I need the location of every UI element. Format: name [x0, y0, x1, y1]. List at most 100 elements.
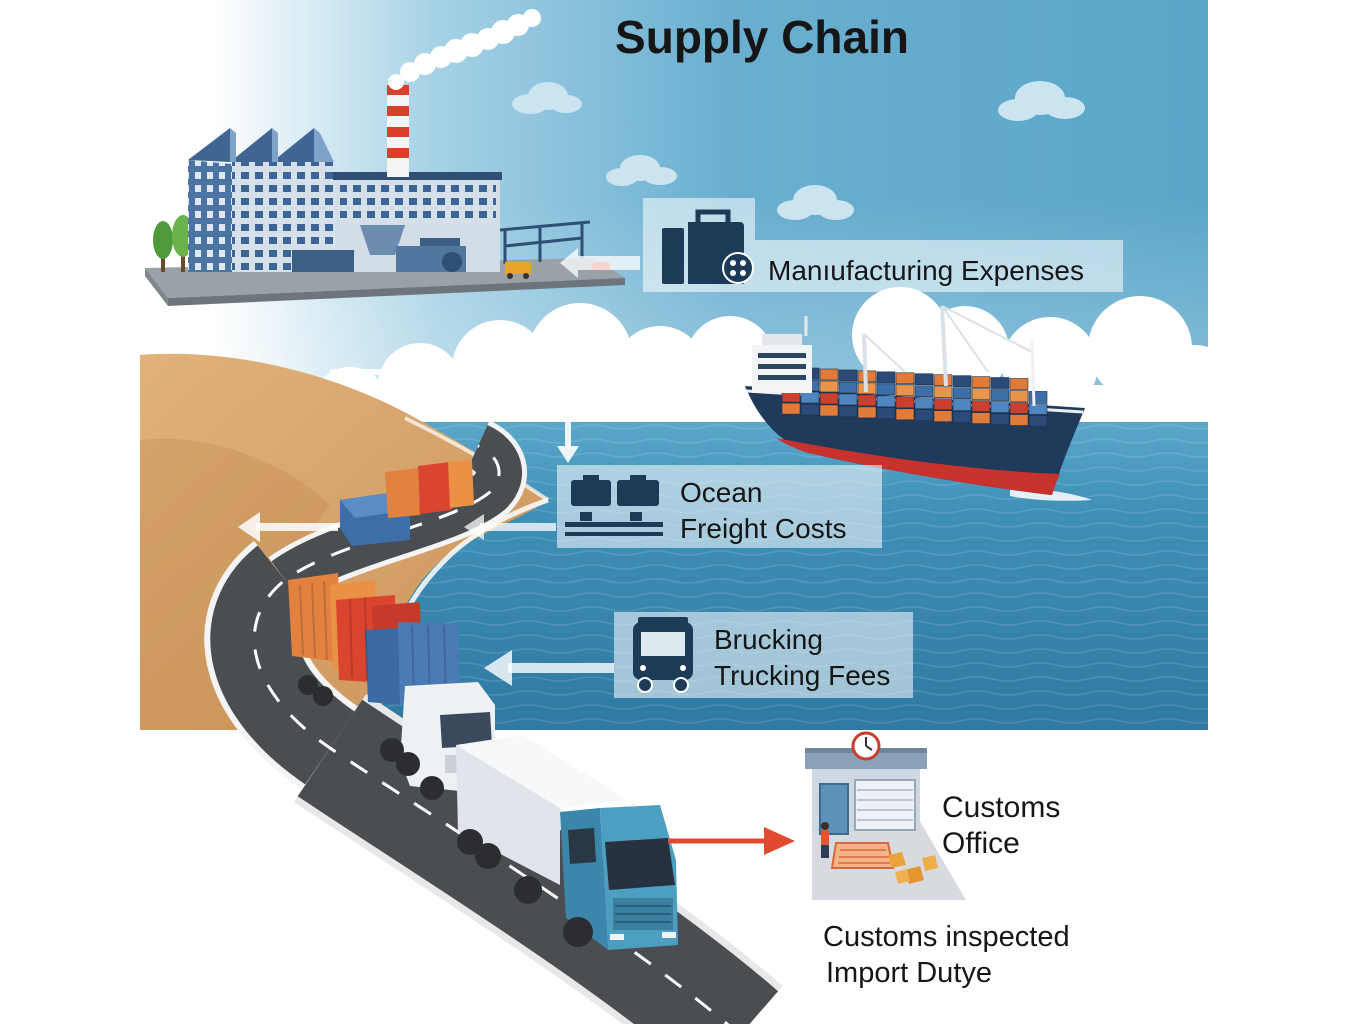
trailer-side — [456, 745, 560, 885]
ship-container — [914, 397, 934, 410]
ship-container — [971, 400, 991, 412]
factory-hall-roof — [333, 172, 502, 180]
ship-container — [914, 385, 934, 398]
ship-container — [876, 371, 896, 384]
icon-connector — [580, 512, 592, 521]
cloud-puff — [614, 326, 706, 418]
parcel-box — [922, 855, 938, 871]
truck-wheel — [380, 738, 404, 762]
cloud-puff — [528, 303, 632, 407]
chimney-stripe — [387, 85, 409, 95]
ship-container — [819, 380, 839, 393]
cloud-puff — [378, 343, 462, 427]
icon-truck-wheel — [673, 677, 689, 693]
factory-machine — [292, 250, 354, 272]
chimney-smoke — [388, 9, 541, 90]
icon-container-handle — [630, 475, 646, 481]
arrow-to-ocean-freight — [330, 369, 571, 448]
ship-container — [952, 399, 972, 411]
customs-officer — [821, 822, 829, 858]
road-centerline — [252, 444, 730, 1024]
truck-wheel — [475, 843, 501, 869]
ship-container — [971, 412, 991, 424]
factory-hopper — [360, 225, 405, 255]
ship-container — [838, 393, 858, 406]
distant-container-trucks — [340, 460, 474, 546]
truck-windshield — [440, 712, 492, 748]
smoke-puff — [388, 74, 404, 90]
ship-container — [914, 373, 934, 386]
tree-trunk — [161, 250, 165, 272]
label-text-box — [755, 240, 1123, 292]
arrowhead-left — [464, 514, 484, 540]
factory-gear-icon — [662, 209, 754, 284]
ship-window-row — [758, 375, 806, 380]
person-head — [821, 822, 829, 830]
icon-container — [571, 480, 611, 506]
customs-mat — [830, 842, 895, 869]
brucking-text: Brucking — [714, 624, 823, 655]
ship-container — [1028, 403, 1048, 415]
truck-wheel — [457, 829, 483, 855]
arrowhead-left — [484, 650, 512, 686]
factory-platform-front — [168, 278, 625, 306]
parcel-box — [895, 869, 910, 884]
arrowhead-right — [764, 827, 795, 855]
ship-container — [895, 372, 915, 385]
truck-wheel — [313, 686, 333, 706]
ship-container — [933, 374, 953, 387]
ship-crane-cable — [941, 305, 1033, 353]
ship-container — [819, 404, 839, 417]
factory — [145, 9, 625, 306]
ship-crane-cable — [863, 333, 906, 373]
container-ribs — [299, 580, 447, 704]
truck-wheel — [396, 752, 420, 776]
person-body — [821, 830, 829, 845]
ship-container — [838, 381, 858, 394]
smoke-puff — [523, 9, 541, 27]
gear — [722, 252, 754, 284]
icon-truck-light — [640, 665, 646, 671]
page-title: Supply Chain — [615, 11, 909, 63]
chimney-stripe — [387, 106, 409, 116]
sky-clouds — [512, 81, 1085, 220]
ship-container — [914, 409, 934, 422]
factory-tank — [442, 252, 462, 272]
ship-container — [971, 376, 991, 388]
forklift-wheel — [523, 273, 529, 279]
trucking-fees-text: Trucking Fees — [714, 660, 890, 691]
ocean-text: Ocean — [680, 477, 763, 508]
arrowhead-left — [238, 512, 260, 542]
cloud-puff — [818, 200, 854, 220]
trucking-label: Brucking Trucking Fees — [614, 612, 913, 698]
icon-connector — [630, 512, 642, 521]
sawtooth-roof — [272, 128, 314, 162]
tree — [153, 215, 194, 272]
icon-part — [695, 209, 731, 222]
ship-container — [952, 411, 972, 423]
clock-hands — [865, 737, 873, 751]
truck-wheel — [514, 876, 542, 904]
ship-container — [990, 413, 1010, 425]
headlight — [662, 932, 676, 938]
cargo-ship — [745, 305, 1092, 501]
arrowhead-down — [557, 446, 579, 463]
sawtooth-roof-glass — [230, 128, 236, 162]
cab-side-window — [568, 828, 596, 864]
container-orange — [448, 460, 474, 508]
cloud-puff — [550, 95, 582, 113]
customs-roof — [805, 753, 927, 769]
freight-costs-text: Freight Costs — [680, 513, 847, 544]
ship-container — [1028, 391, 1048, 403]
ship-container — [895, 396, 915, 409]
cab-grille-lines — [615, 905, 671, 923]
sawtooth-roof — [230, 128, 272, 162]
customs-text: Customs — [942, 791, 1060, 824]
ship-container — [990, 389, 1010, 401]
ship-container — [876, 395, 896, 408]
shipping-container-icon — [565, 475, 663, 536]
container-orange — [385, 468, 420, 518]
ship-container — [1009, 402, 1029, 414]
ship-container — [895, 384, 915, 397]
sawtooth-roof-glass — [314, 128, 334, 162]
